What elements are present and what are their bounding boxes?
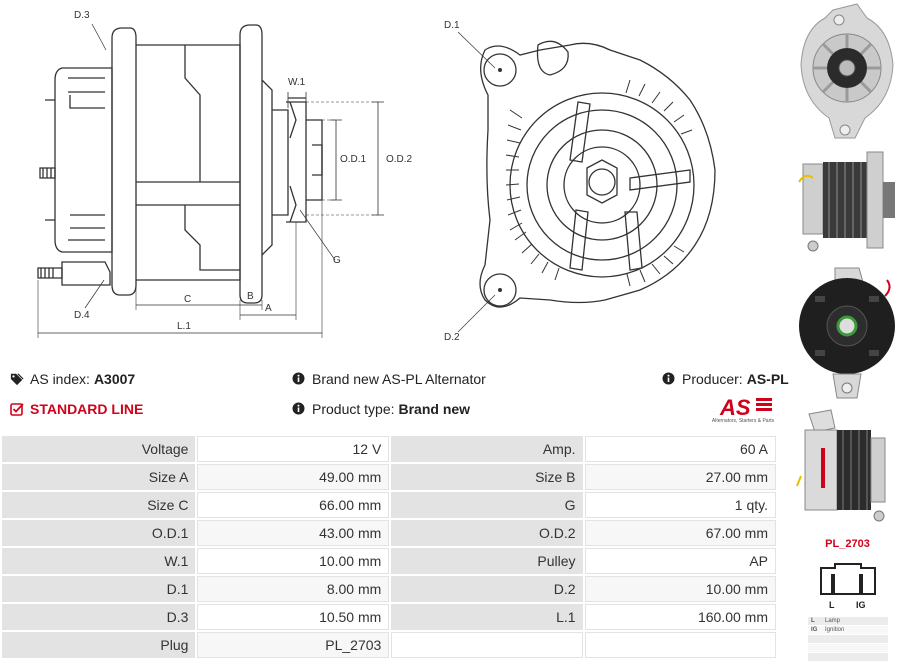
description-text: Brand new AS-PL Alternator: [312, 371, 486, 387]
spec-value: 1 qty.: [584, 492, 776, 518]
plug-pin-ig: IG: [856, 600, 866, 610]
plug-legend-row: [808, 644, 888, 652]
producer-value: AS-PL: [746, 371, 789, 387]
plug-legend-desc: Lamp: [825, 618, 841, 624]
product-photo-angle[interactable]: [795, 408, 899, 528]
spec-key: O.D.1: [2, 520, 196, 546]
spec-value: 10.00 mm: [197, 548, 390, 574]
as-index-row: AS index: A3007: [10, 371, 135, 387]
spec-value: 27.00 mm: [584, 464, 776, 490]
spec-key: Voltage: [2, 436, 196, 462]
logo-tagline: Alternators, Starters & Parts: [711, 418, 775, 424]
plug-legend-key: L: [811, 618, 815, 624]
product-type-row: Product type: Brand new: [292, 401, 470, 417]
info-icon: [292, 402, 306, 416]
svg-text:AS: AS: [719, 395, 751, 420]
product-type-label: Product type:: [312, 401, 395, 417]
label-d4: D.4: [74, 310, 90, 321]
spec-value: 8.00 mm: [197, 576, 390, 602]
line-row: STANDARD LINE: [10, 401, 143, 417]
spec-value: [584, 632, 776, 658]
spec-key: [391, 632, 583, 658]
plug-diagram: L IG: [820, 563, 876, 610]
as-index-value: A3007: [93, 371, 136, 387]
plug-legend-desc: Ignition: [825, 627, 845, 633]
as-pl-logo: AS Alternators, Starters & Parts: [706, 394, 780, 426]
product-photo-rear[interactable]: [795, 266, 899, 406]
spec-value: 67.00 mm: [584, 520, 776, 546]
as-index-label: AS index:: [30, 371, 90, 387]
spec-value: AP: [584, 548, 776, 574]
info-icon: [662, 372, 676, 386]
spec-key: D.3: [2, 604, 196, 630]
plug-legend-key: IG: [811, 627, 818, 633]
spec-key: Size A: [2, 464, 196, 490]
spec-key: Pulley: [391, 548, 583, 574]
spec-value: 49.00 mm: [197, 464, 390, 490]
label-od1: O.D.1: [340, 154, 367, 165]
front-view-drawing: D.1 D.2: [444, 20, 716, 343]
spec-value: PL_2703: [197, 632, 390, 658]
spec-key: D.2: [391, 576, 583, 602]
plug-name: PL_2703: [825, 538, 870, 550]
spec-key: L.1: [391, 604, 583, 630]
plug-legend-row: IG Ignition: [808, 626, 888, 634]
plug-legend-row: [808, 635, 888, 643]
spec-value: 160.00 mm: [584, 604, 776, 630]
label-g: G: [333, 255, 341, 266]
plug-legend-row: [808, 653, 888, 661]
side-view-drawing: D.3 D.4 W.1 O.D.1 O.D.2 G C B A L.1: [37, 10, 413, 338]
producer-label: Producer:: [682, 371, 743, 387]
product-photo-front[interactable]: [795, 0, 899, 140]
product-type-value: Brand new: [398, 401, 471, 417]
spec-value: 10.00 mm: [584, 576, 776, 602]
checkbox-icon: [10, 402, 24, 416]
label-od2: O.D.2: [386, 154, 413, 165]
plug-legend-row: L Lamp: [808, 617, 888, 625]
tags-icon: [10, 372, 24, 386]
spec-value: 12 V: [197, 436, 390, 462]
label-d2: D.2: [444, 332, 460, 343]
label-d1: D.1: [444, 20, 460, 31]
spec-key: Plug: [2, 632, 196, 658]
label-d3: D.3: [74, 10, 90, 21]
label-b: B: [247, 291, 254, 302]
spec-key: Size C: [2, 492, 196, 518]
label-a: A: [265, 303, 272, 314]
spec-value: 43.00 mm: [197, 520, 390, 546]
spec-key: Size B: [391, 464, 583, 490]
spec-value: 60 A: [584, 436, 776, 462]
spec-key: O.D.2: [391, 520, 583, 546]
label-c: C: [184, 294, 191, 305]
plug-pin-l: L: [829, 600, 835, 610]
spec-value: 10.50 mm: [197, 604, 390, 630]
label-l1: L.1: [177, 321, 191, 332]
spec-key: W.1: [2, 548, 196, 574]
label-w1: W.1: [288, 77, 306, 88]
spec-key: G: [391, 492, 583, 518]
line-label: STANDARD LINE: [30, 401, 144, 417]
info-icon: [292, 372, 306, 386]
spec-key: D.1: [2, 576, 196, 602]
spec-key: Amp.: [391, 436, 583, 462]
product-photo-side[interactable]: [795, 142, 899, 264]
spec-value: 66.00 mm: [197, 492, 390, 518]
producer-row: Producer: AS-PL: [662, 371, 789, 387]
description-row: Brand new AS-PL Alternator: [292, 371, 486, 387]
